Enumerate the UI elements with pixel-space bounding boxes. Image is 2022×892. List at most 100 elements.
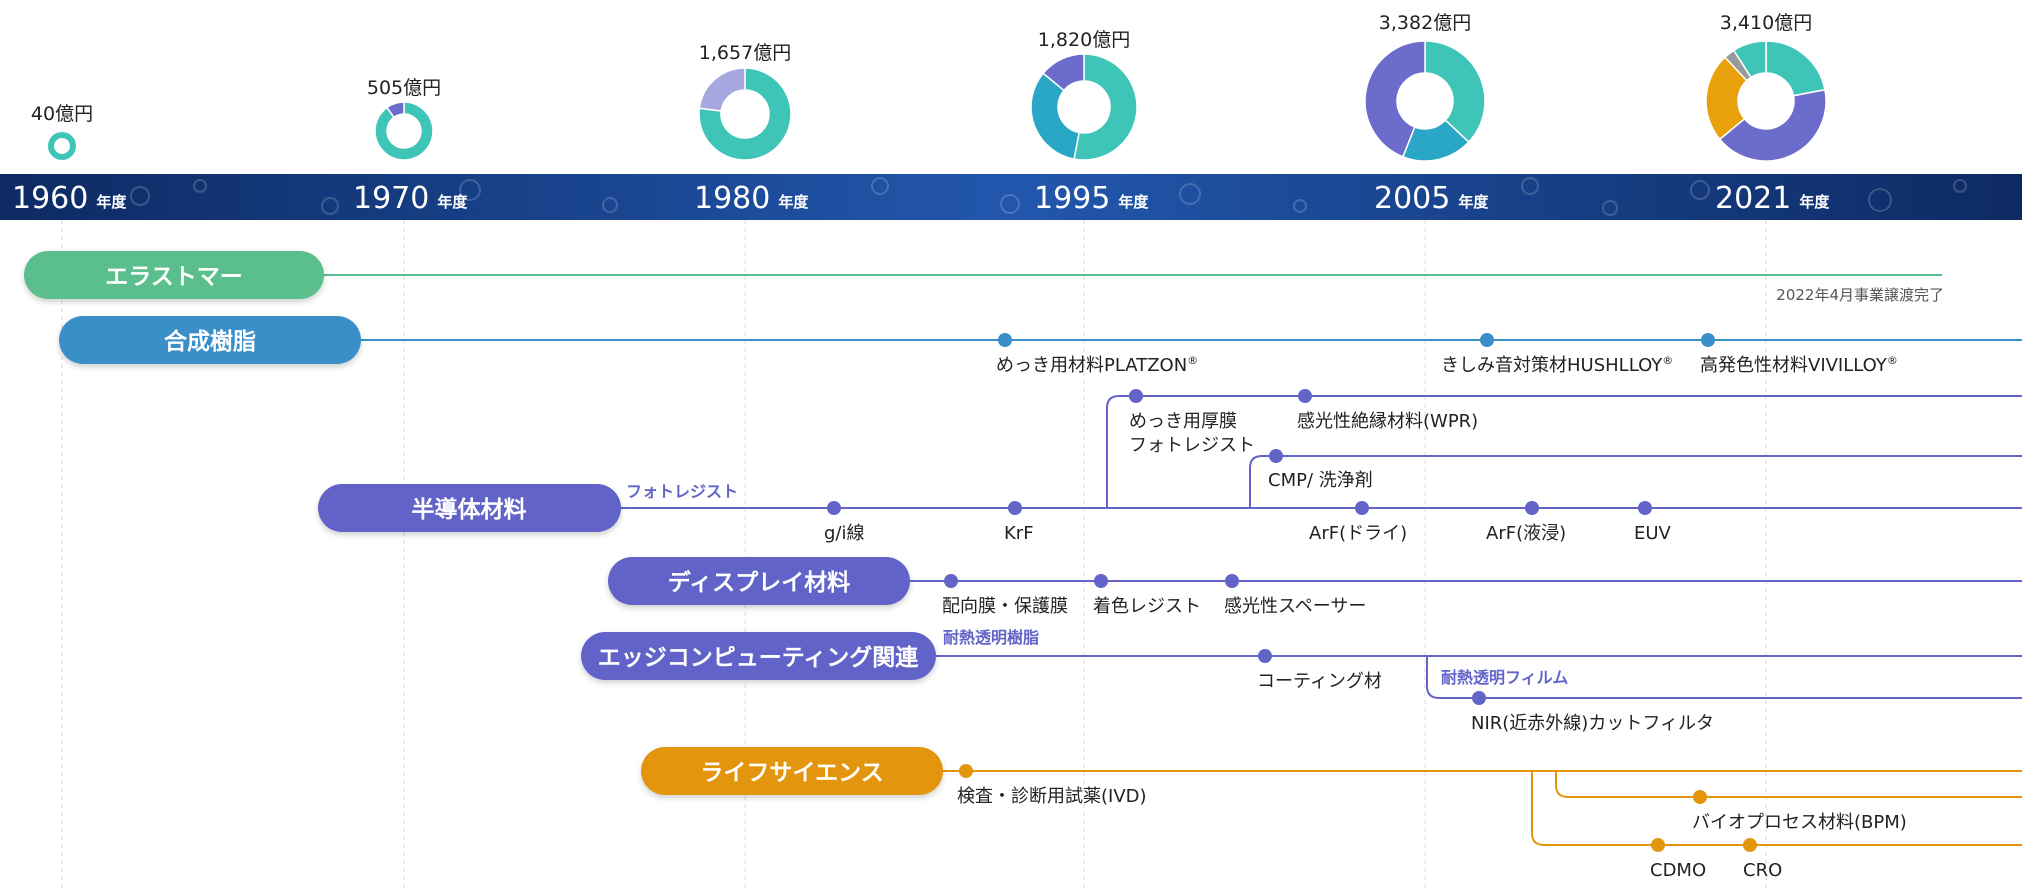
revenue-label-1980: 1,657億円 (699, 42, 791, 64)
display-row: ディスプレイ材料 配向膜・保護膜 着色レジスト 感光性スペーサー (608, 557, 2022, 617)
donut-segment (1765, 40, 1826, 97)
elastomer-pill (24, 251, 324, 299)
semi-branch-cmp (1249, 455, 2022, 508)
edge-label: エッジコンピューティング関連 (598, 644, 920, 671)
semi-dot-euv (1638, 501, 1652, 515)
edge-item-coating: コーティング材 (1257, 671, 1382, 692)
semi-branch-plating (1106, 395, 2022, 508)
donut-segment (1705, 56, 1748, 141)
semi-tag: フォトレジスト (626, 482, 738, 501)
resin-item-vivilloy: 高発色性材料VIVILLOY® (1700, 354, 1898, 376)
life-science-row: ライフサイエンス 検査・診断用試薬(IVD) バイオプロセス材料(BPM) CD… (641, 747, 2022, 881)
life-item-cro: CRO (1743, 860, 1782, 881)
edge-item-nir: NIR(近赤外線)カットフィルタ (1471, 713, 1714, 734)
donut-segment (698, 67, 746, 112)
semi-dot-plating (1129, 389, 1143, 403)
donut-segment (1042, 53, 1085, 92)
donut-1995 (1030, 53, 1138, 161)
semi-item-cmp: CMP/ 洗浄剤 (1268, 470, 1373, 491)
semi-label: 半導体材料 (412, 496, 527, 523)
donut-segment (385, 101, 405, 119)
revenue-label-2021: 3,410億円 (1720, 12, 1812, 34)
semiconductor-row: 半導体材料 フォトレジスト g/i線 KrF ArF(ドライ) ArF(液浸) … (318, 389, 2022, 544)
edge-dot-nir (1472, 691, 1486, 705)
semi-dot-cmp (1269, 449, 1283, 463)
semi-item-arf-imm: ArF(液浸) (1486, 523, 1566, 544)
life-branch-cdmo (1531, 771, 2022, 846)
semi-item-wpr: 感光性絶縁材料(WPR) (1297, 411, 1478, 432)
revenue-donuts: 40億円 505億円 1,657億円 1,820億円 3,382億円 3,410億円 (31, 12, 1827, 162)
resin-dot-vivilloy (1701, 333, 1715, 347)
life-label: ライフサイエンス (700, 760, 883, 786)
semi-pill (318, 484, 621, 532)
display-dot-3 (1225, 574, 1239, 588)
donut-segment (374, 101, 434, 161)
life-dot-bpm (1693, 790, 1707, 804)
donut-segment (1424, 40, 1486, 144)
revenue-label-1960: 40億円 (31, 103, 93, 125)
semi-item-euv: EUV (1634, 523, 1672, 544)
edge-branch-film (1426, 656, 2022, 699)
semi-dot-krf (1008, 501, 1022, 515)
semi-item-arf-dry: ArF(ドライ) (1309, 523, 1407, 544)
resin-dot-platzon (998, 333, 1012, 347)
year-guides (61, 220, 1767, 892)
donut-segment (48, 132, 76, 160)
display-dot-2 (1094, 574, 1108, 588)
semi-item-krf: KrF (1004, 523, 1034, 544)
life-pill (641, 747, 943, 795)
donut-segment (698, 67, 792, 161)
life-dot-cdmo (1651, 838, 1665, 852)
donut-segment (1718, 88, 1827, 162)
resin-pill (59, 316, 361, 364)
display-label: ディスプレイ材料 (668, 569, 850, 596)
semi-dot-gi (827, 501, 841, 515)
resin-item-hushlloy: きしみ音対策材HUSHLLOY® (1441, 354, 1673, 376)
donut-segment (1364, 40, 1426, 158)
edge-tag: 耐熱透明樹脂 (943, 628, 1039, 647)
bar-bubbles (130, 177, 1967, 216)
display-dot-1 (944, 574, 958, 588)
elastomer-note: 2022年4月事業譲渡完了 (1776, 286, 1944, 304)
revenue-label-1995: 1,820億円 (1038, 29, 1130, 51)
donut-1960 (48, 132, 76, 160)
elastomer-label: エラストマー (105, 264, 243, 290)
edge-row: エッジコンピューティング関連 耐熱透明樹脂 耐熱透明フィルム コーティング材 N… (581, 628, 2022, 734)
life-item-ivd: 検査・診断用試薬(IVD) (957, 786, 1147, 807)
semi-item-gi: g/i線 (824, 523, 865, 544)
resin-label: 合成樹脂 (164, 328, 256, 355)
life-branch-bpm (1555, 771, 2022, 798)
donut-2021 (1705, 40, 1827, 162)
life-dot-ivd (959, 764, 973, 778)
edge-pill (581, 632, 936, 680)
semi-item-plating-1: めっき用厚膜 (1129, 411, 1237, 432)
semi-dot-arf-dry (1355, 501, 1369, 515)
donut-1970 (374, 101, 434, 161)
semi-dot-wpr (1298, 389, 1312, 403)
donut-segment (1030, 72, 1081, 160)
semi-item-plating-2: フォトレジスト (1129, 435, 1255, 456)
resin-row: 合成樹脂 めっき用材料PLATZON® きしみ音対策材HUSHLLOY® 高発色… (59, 316, 2022, 376)
display-item-1: 配向膜・保護膜 (942, 596, 1068, 617)
donut-segment (1073, 53, 1138, 161)
resin-dot-hushlloy (1480, 333, 1494, 347)
revenue-label-1970: 505億円 (367, 77, 441, 99)
display-item-3: 感光性スペーサー (1224, 596, 1366, 617)
life-item-bpm: バイオプロセス材料(BPM) (1692, 812, 1907, 833)
edge-dot-coating (1258, 649, 1272, 663)
life-item-cdmo: CDMO (1650, 860, 1706, 881)
edge-tag2: 耐熱透明フィルム (1441, 668, 1568, 687)
donut-2005 (1364, 40, 1486, 162)
resin-item-platzon: めっき用材料PLATZON® (996, 354, 1198, 376)
revenue-label-2005: 3,382億円 (1379, 12, 1471, 34)
year-bar (0, 174, 2022, 220)
display-pill (608, 557, 910, 605)
display-item-2: 着色レジスト (1093, 596, 1201, 617)
